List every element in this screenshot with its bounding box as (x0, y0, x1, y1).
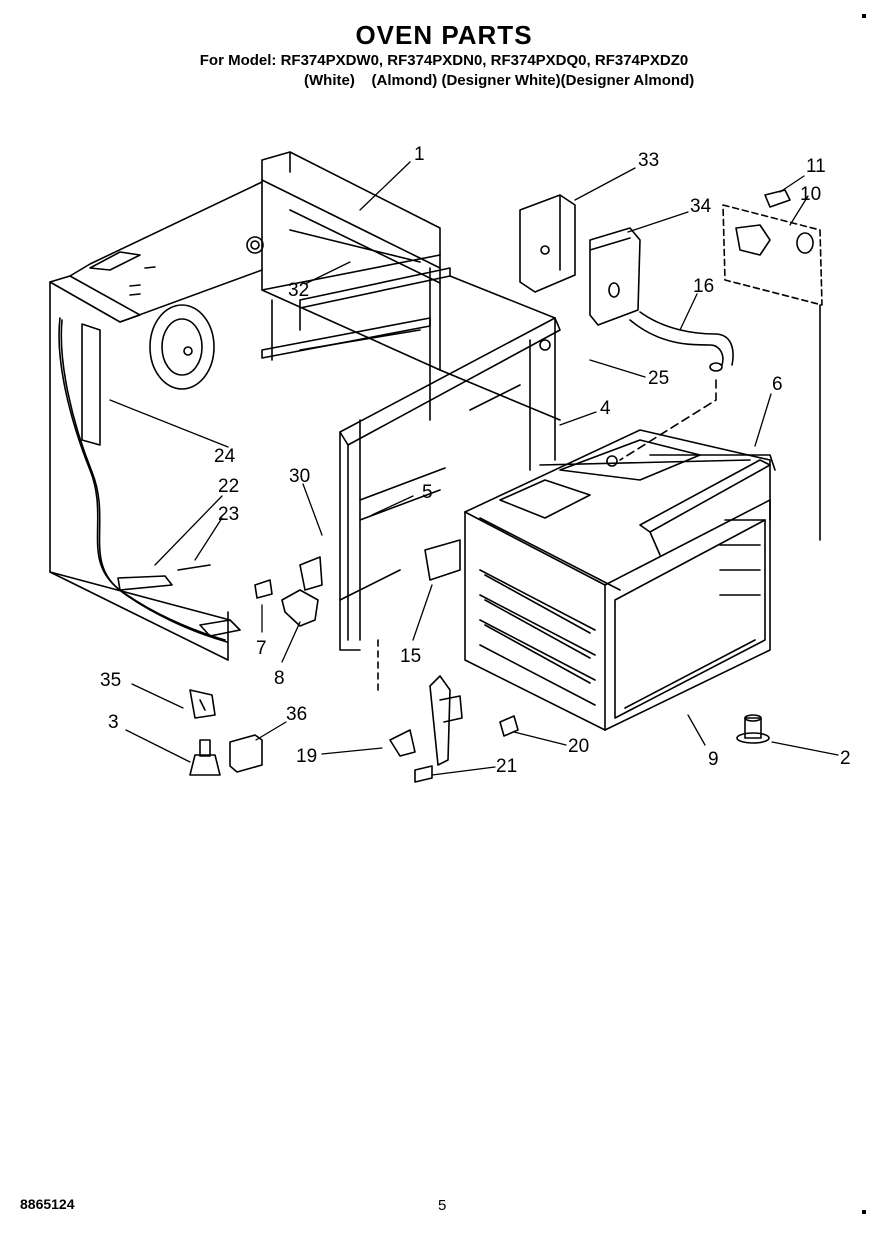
page-number: 5 (438, 1197, 447, 1214)
callout-32: 32 (288, 280, 309, 301)
callout-20: 20 (568, 736, 589, 757)
model-color-variants: (White) (Almond) (Designer White)(Design… (304, 72, 695, 89)
callout-16: 16 (693, 276, 714, 297)
corner-mark-top-right (862, 14, 866, 18)
oven-cavity (464, 429, 776, 731)
callout-33: 33 (638, 150, 659, 171)
callout-labels: 1 33 11 10 34 32 16 25 6 4 24 30 22 5 23… (100, 144, 851, 777)
callout-19: 19 (296, 746, 317, 767)
callout-7: 7 (256, 638, 267, 659)
callout-22: 22 (218, 476, 239, 497)
callout-36: 36 (286, 704, 307, 725)
callout-35: 35 (100, 670, 121, 691)
document-number: 8865124 (20, 1196, 75, 1212)
page-title: OVEN PARTS (355, 20, 533, 50)
callout-1: 1 (414, 144, 425, 165)
left-side-panel (49, 181, 263, 661)
callout-25: 25 (648, 368, 669, 389)
oven-chassis-frame (246, 151, 561, 471)
leveling-leg (736, 714, 770, 744)
door-latch-parts (377, 639, 519, 783)
callout-4: 4 (600, 398, 611, 419)
callout-21: 21 (496, 756, 517, 777)
callout-9: 9 (708, 749, 719, 770)
leader-lines (109, 161, 839, 776)
callout-10: 10 (800, 184, 821, 205)
callout-3: 3 (108, 712, 119, 733)
front-frame (339, 317, 561, 651)
callout-15: 15 (400, 646, 421, 667)
callout-6: 6 (772, 374, 783, 395)
callout-11: 11 (806, 156, 826, 177)
lower-small-parts (117, 556, 323, 776)
callout-5: 5 (422, 482, 433, 503)
rear-bracket-parts (519, 189, 823, 541)
vent-tube (619, 311, 734, 461)
callout-23: 23 (218, 504, 239, 525)
callout-30: 30 (289, 466, 310, 487)
callout-34: 34 (690, 196, 712, 217)
callout-2: 2 (840, 748, 851, 769)
rack-support-rod (639, 459, 771, 556)
corner-mark-bottom-right (862, 1210, 866, 1214)
callout-24: 24 (214, 446, 236, 467)
model-list: For Model: RF374PXDW0, RF374PXDN0, RF374… (199, 52, 689, 69)
callout-8: 8 (274, 668, 285, 689)
